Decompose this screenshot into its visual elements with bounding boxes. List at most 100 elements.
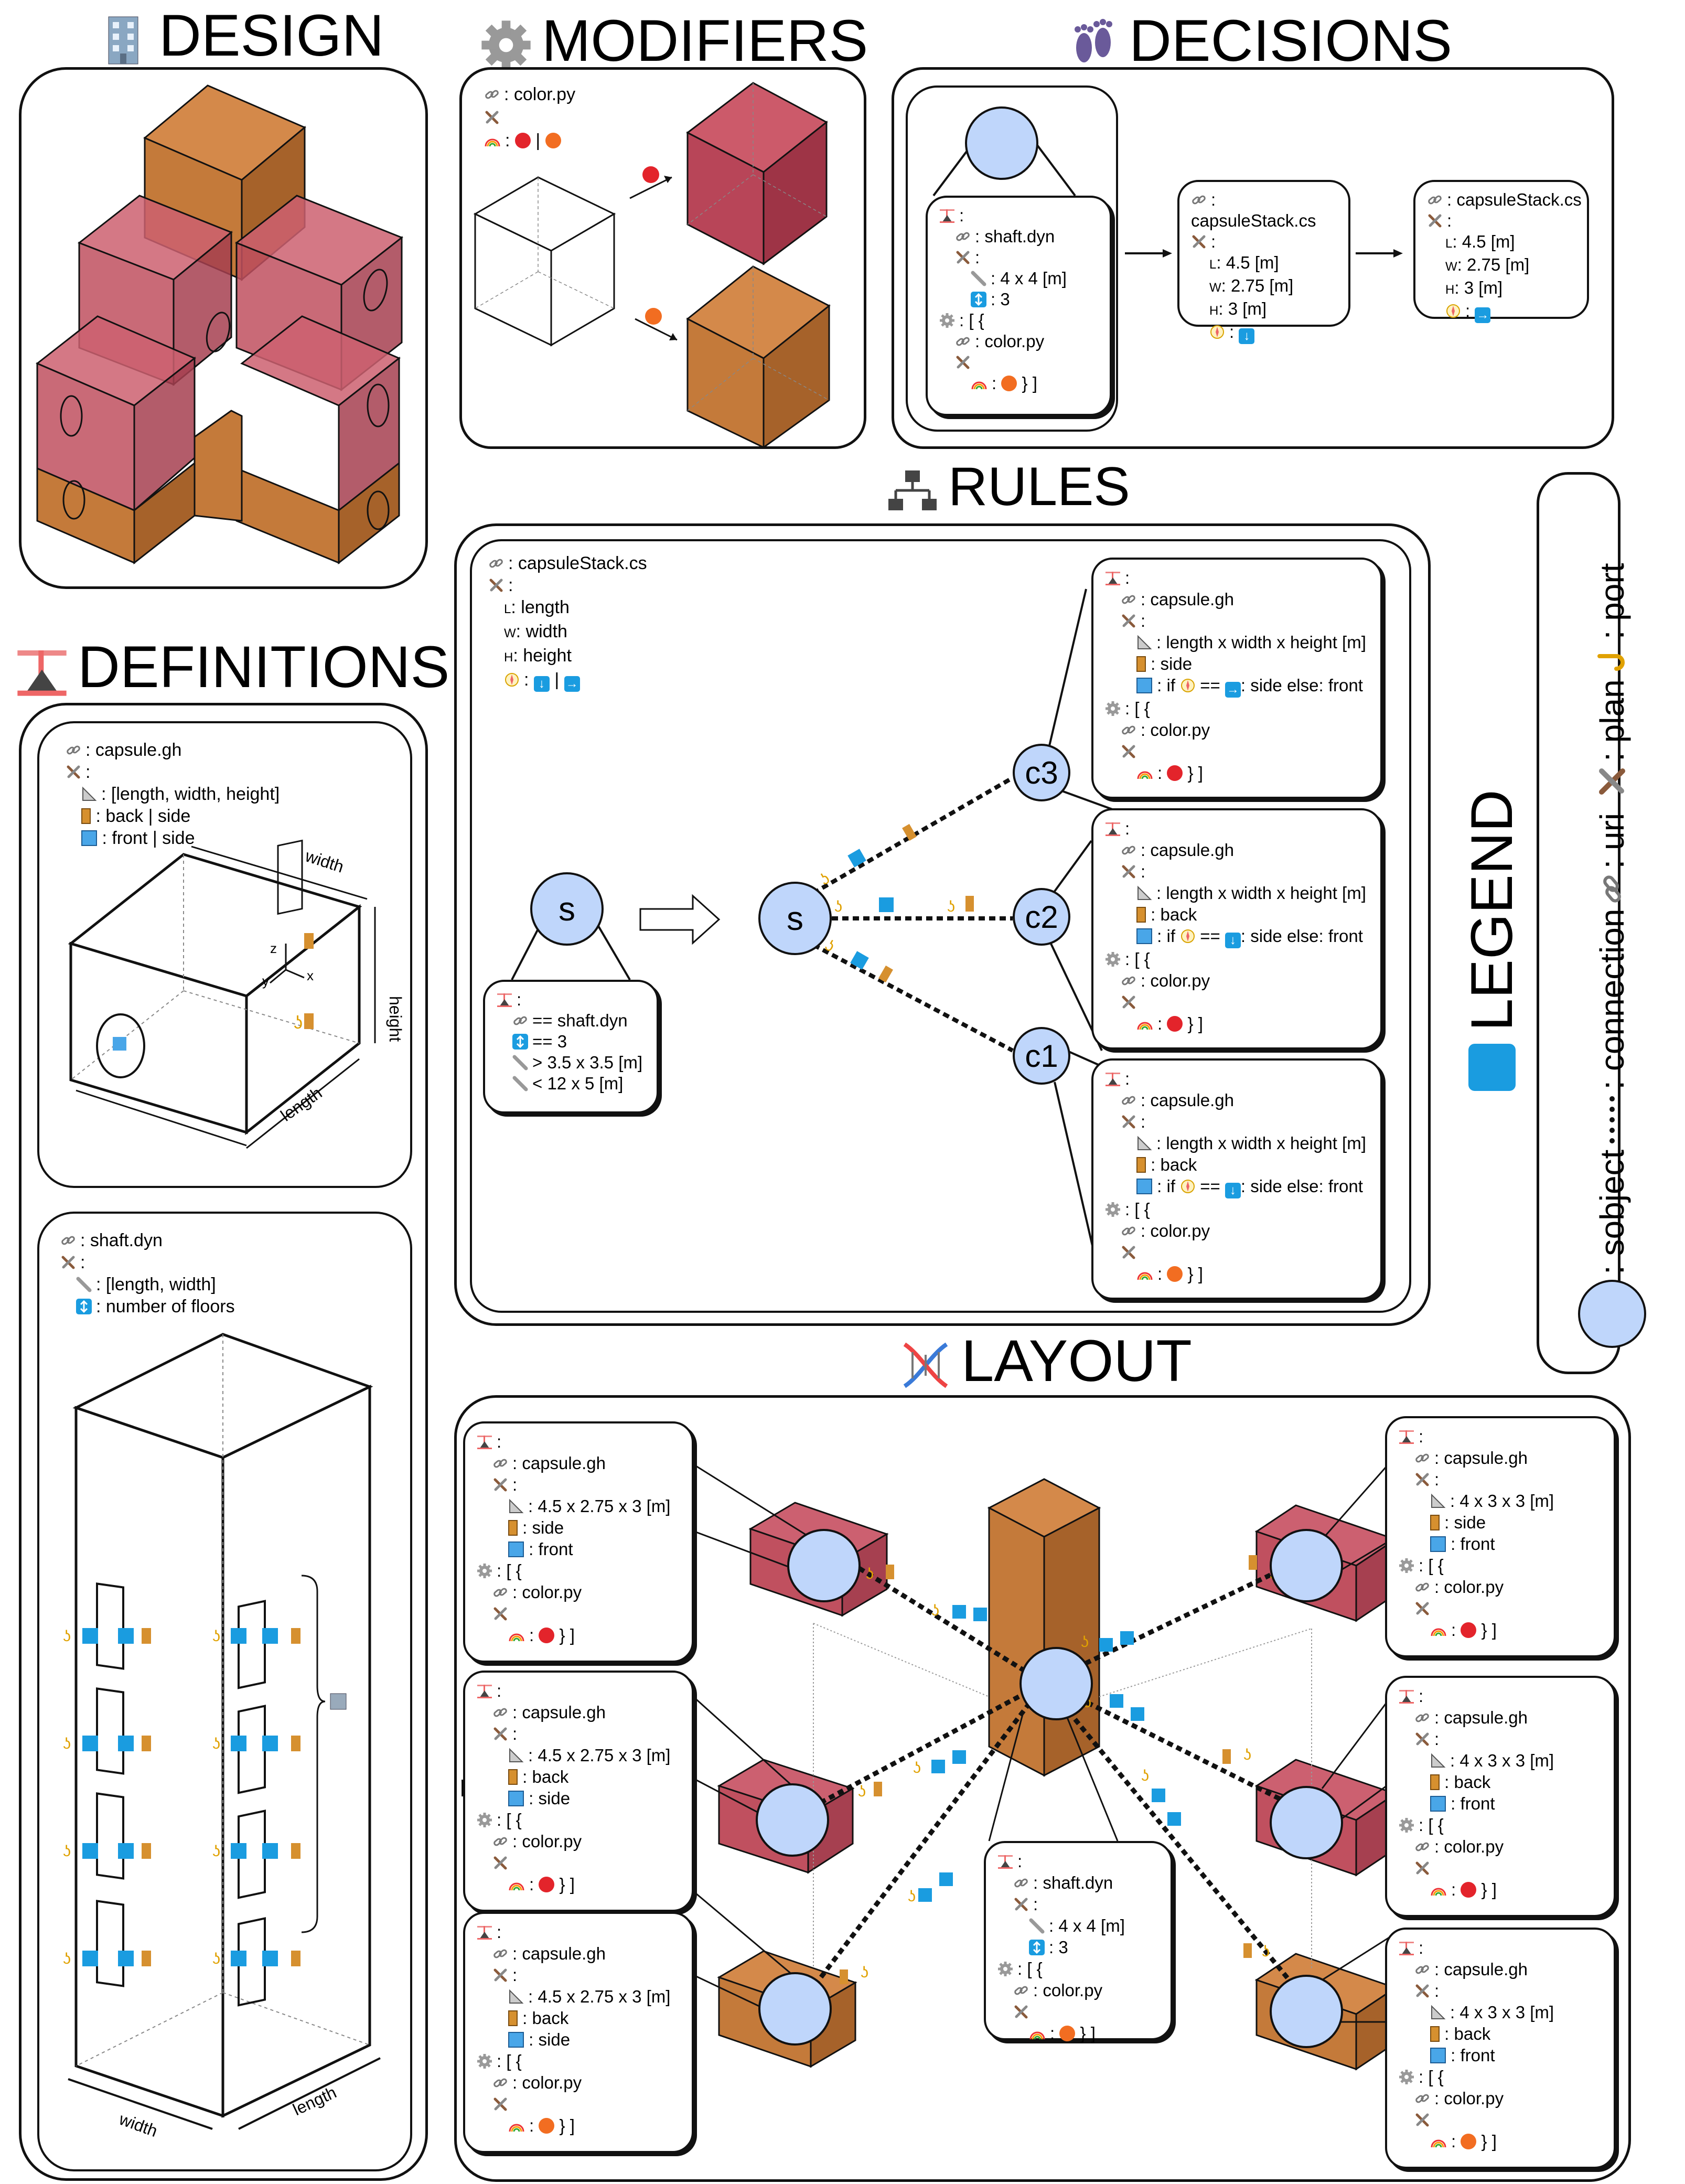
rule-lhs-node[interactable]: s: [530, 872, 604, 946]
tools-icon: [1121, 744, 1136, 759]
tools-icon: [492, 1726, 508, 1742]
orange-dot: [1167, 1266, 1183, 1282]
rainbow-icon: [1136, 1016, 1153, 1032]
down-arrow-icon: ↓: [1225, 1183, 1241, 1198]
rainbow-icon: [1136, 1266, 1153, 1282]
layout-card-right-1[interactable]: : : capsule.gh : : 4 x 3 x 3 [m] : back …: [1385, 1676, 1616, 1917]
door-icon: [1136, 1157, 1146, 1173]
dna-icon: [903, 1343, 948, 1388]
svg-text:ʖ: ʖ: [212, 1843, 220, 1860]
tools-icon: [1121, 994, 1136, 1010]
rule-rhs-node[interactable]: s: [758, 882, 832, 955]
uri-icon: [1427, 192, 1443, 208]
layout-node-left-mid[interactable]: [756, 1783, 829, 1857]
uri-icon: [492, 1834, 508, 1849]
layout-node-left-top[interactable]: [787, 1529, 861, 1602]
compass-icon: [1209, 324, 1225, 340]
rule-node-c1[interactable]: c1: [1013, 1027, 1070, 1085]
svg-text:ʖ: ʖ: [294, 1013, 303, 1033]
rule-node-c2[interactable]: c2: [1013, 888, 1070, 946]
svg-text:width: width: [116, 2109, 160, 2140]
legend-title: LEGEND: [1459, 789, 1525, 1091]
layout-node-shaft[interactable]: [1019, 1647, 1093, 1720]
svg-text:ʖ: ʖ: [1081, 1633, 1089, 1651]
layout-node-right-top[interactable]: [1270, 1529, 1343, 1602]
legend-content: : sobject : connection : uri : plan : po…: [1578, 563, 1646, 1348]
rule-card-c3[interactable]: : : capsule.gh : : length x width x heig…: [1091, 558, 1382, 799]
door-icon: [1430, 1515, 1440, 1530]
orange-dot: [1059, 2026, 1076, 2041]
red-dot: [1167, 1016, 1183, 1032]
red-dot: [539, 1877, 555, 1892]
decision-card-capsulestack-final[interactable]: : capsuleStack.cs : L: 4.5 [m] W: 2.75 […: [1413, 180, 1589, 323]
legend-connection: : connection: [1593, 908, 1631, 1090]
svg-text:length: length: [290, 2083, 339, 2119]
uri-icon: [492, 1455, 508, 1471]
layout-node-right-bottom[interactable]: [1270, 1975, 1343, 2048]
svg-text:ʖ: ʖ: [931, 1602, 939, 1619]
footprints-icon: [1075, 19, 1112, 63]
design-panel: [19, 67, 428, 589]
uri-icon: [1121, 1093, 1136, 1108]
decision-card-capsulestack[interactable]: : capsuleStack.cs : L: 4.5 [m] W: 2.75 […: [1177, 180, 1350, 344]
tools-icon: [955, 355, 971, 370]
connection-icon: [1609, 1096, 1615, 1143]
tools-icon: [1414, 1601, 1430, 1616]
compass-icon: [1180, 928, 1196, 944]
ruler-icon: [508, 1989, 524, 2005]
plan-icon: [997, 1854, 1013, 1869]
rule-card-c2[interactable]: : : capsule.gh : : length x width x heig…: [1091, 808, 1382, 1050]
tools-icon: [492, 1477, 508, 1493]
layout-card-left-1[interactable]: : : capsule.gh : : 4.5 x 2.75 x 3 [m] : …: [463, 1671, 694, 1912]
building-icon: [108, 16, 138, 65]
rainbow-icon: [1029, 2026, 1046, 2041]
tools-icon: [1121, 1245, 1136, 1260]
tools-icon: [1414, 1731, 1430, 1747]
gear-icon: [1399, 2069, 1414, 2085]
orange-dot: [545, 133, 561, 148]
decision-subject-node[interactable]: [965, 106, 1038, 180]
right-arrow-icon: →: [1225, 682, 1241, 698]
stick-icon: [512, 1076, 528, 1091]
gear-icon: [477, 2053, 492, 2069]
decision-card-shaft[interactable]: : : shaft.dyn : : 4 x 4 [m] : 3 : [ { : …: [926, 196, 1112, 416]
layout-card-shaft[interactable]: :: shaft.dyn:: 4 x 4 [m]: 3: [ {: color.…: [984, 1841, 1173, 2043]
uri-icon: [1596, 873, 1628, 905]
rainbow-icon: [1136, 765, 1153, 781]
elevator-icon: [512, 1034, 528, 1050]
plan-icon: [477, 1924, 492, 1940]
svg-text:ʖ: ʖ: [908, 1888, 916, 1905]
plan-icon: [1399, 1429, 1414, 1444]
rainbow-icon: [1430, 1622, 1447, 1638]
door-icon: [1136, 656, 1146, 672]
uri-icon: [512, 1013, 528, 1029]
gear-icon: [477, 1563, 492, 1579]
window-icon: [1430, 1536, 1446, 1552]
rule-node-c3[interactable]: c3: [1013, 744, 1070, 801]
layout-card-right-2[interactable]: : : capsule.gh : : 4 x 3 x 3 [m] : back …: [1385, 1928, 1616, 2169]
layout-node-left-bottom[interactable]: [758, 1972, 832, 2046]
window-icon: [1136, 678, 1152, 693]
tools-icon: [1414, 2112, 1430, 2128]
layout-node-right-mid[interactable]: [1270, 1786, 1343, 1859]
rule-card-c1[interactable]: : : capsule.gh : : length x width x heig…: [1091, 1058, 1382, 1300]
uri-icon: [1414, 1962, 1430, 1977]
svg-text:width: width: [303, 846, 346, 876]
layout-card-right-0[interactable]: : : capsule.gh : : 4 x 3 x 3 [m] : side …: [1385, 1416, 1616, 1657]
rule-lhs-card[interactable]: : == shaft.dyn == 3 > 3.5 x 3.5 [m] < 12…: [483, 980, 659, 1114]
layout-card-left-0[interactable]: : : capsule.gh : : 4.5 x 2.75 x 3 [m] : …: [463, 1421, 694, 1663]
symbols-icon: [1468, 1044, 1516, 1091]
rules-panel: : capsuleStack.cs : L: length W: width H…: [454, 523, 1431, 1326]
plan-icon: [939, 208, 955, 223]
svg-text:ʖ: ʖ: [866, 1565, 874, 1582]
definitions-title: DEFINITIONS: [16, 636, 449, 699]
svg-text:ʖ: ʖ: [212, 1628, 220, 1645]
tools-icon: [1013, 1897, 1029, 1912]
layout-card-left-2[interactable]: : : capsule.gh : : 4.5 x 2.75 x 3 [m] : …: [463, 1912, 694, 2153]
gear-icon: [1399, 1817, 1414, 1833]
capsule-definition: : capsule.gh : : [length, width, height]…: [37, 721, 412, 1188]
tools-icon: [492, 2096, 508, 2112]
uri-icon: [1121, 1223, 1136, 1239]
tools-icon: [1596, 766, 1628, 797]
